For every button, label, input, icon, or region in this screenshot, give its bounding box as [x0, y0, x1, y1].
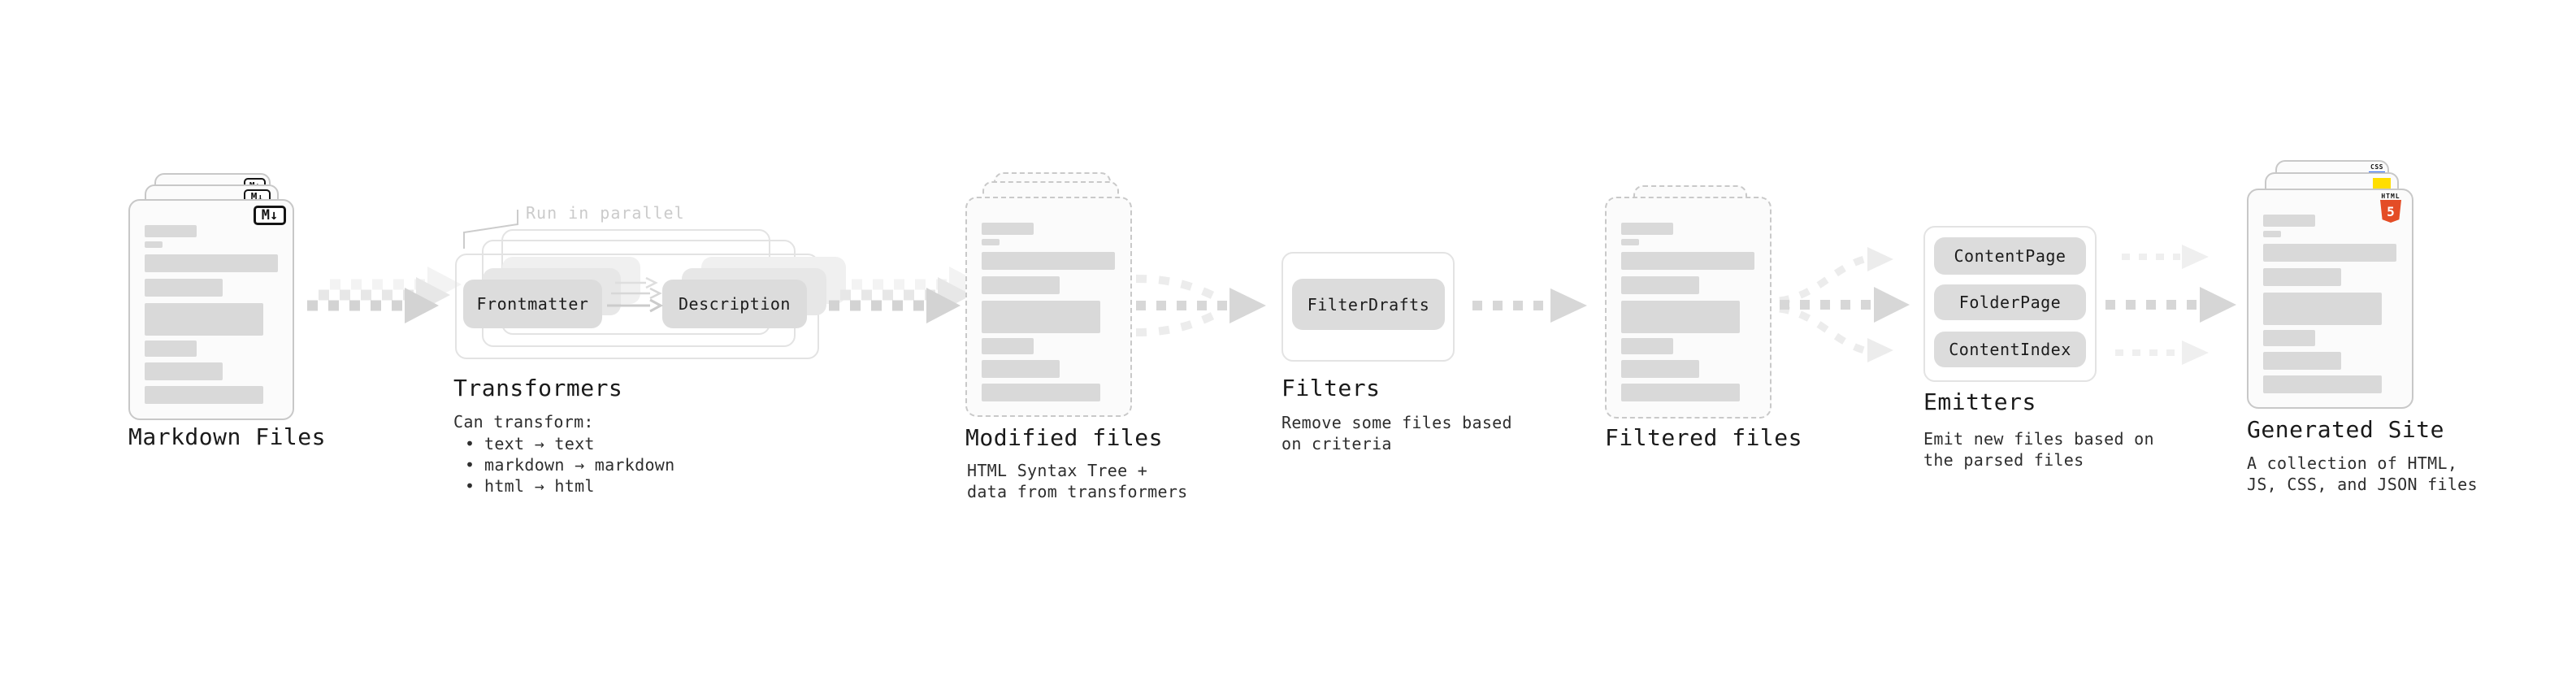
text-line-bar: [145, 279, 223, 297]
bullet-marker: •: [465, 476, 475, 496]
text-line-bar: [145, 303, 263, 336]
text-line-bar: [982, 276, 1060, 294]
flow-arrow-stacked: [307, 267, 462, 323]
text-line-bar: [2263, 268, 2341, 286]
generated-site-desc: A collection of HTML, JS, CSS, and JSON …: [2247, 453, 2478, 494]
bullet-item: • markdown → markdown: [465, 454, 674, 475]
folderpage-box-label: FolderPage: [1958, 293, 2062, 312]
bullet-item: • text → text: [465, 433, 674, 454]
javascript-icon: [2373, 178, 2391, 189]
text-line-bar: [145, 340, 197, 357]
contentindex-box: ContentIndex: [1934, 332, 2086, 367]
modified-document: [965, 197, 1132, 417]
flow-arrow: [1472, 288, 1587, 323]
description-box: Description: [662, 280, 807, 328]
text-line-bar: [982, 239, 1000, 245]
bullet-item-text: text → text: [484, 434, 595, 453]
folderpage-box: FolderPage: [1934, 284, 2086, 320]
text-line-bar: [2263, 375, 2382, 393]
text-line-bar: [2263, 330, 2315, 346]
run-in-parallel-note: Run in parallel: [526, 203, 685, 223]
filtered-document: [1605, 197, 1772, 419]
text-line-bar: [2263, 244, 2396, 262]
emitters-frame: [1923, 226, 2097, 382]
description-box-label: Description: [679, 294, 791, 314]
text-line-bar: [2263, 215, 2315, 227]
text-line-bar: [982, 223, 1034, 235]
text-line-bar: [1621, 301, 1740, 333]
markdown-icon: M↓: [254, 206, 286, 225]
text-line-bar: [1621, 252, 1754, 270]
text-line-bar: [145, 241, 163, 248]
text-line-bar: [145, 225, 197, 237]
filtered-files-label: Filtered files: [1605, 424, 1803, 451]
text-line-bar: [1621, 223, 1673, 235]
text-line-bar: [1621, 338, 1673, 354]
text-line-bar: [1621, 276, 1699, 294]
text-line-bar: [982, 338, 1034, 354]
diverge-arrow: [1779, 247, 1910, 362]
funnel-arrow: [1135, 275, 1266, 336]
generated-site-label: Generated Site: [2247, 416, 2445, 443]
generated-site-document: HTML 5: [2247, 189, 2413, 409]
modified-files-desc: HTML Syntax Tree + data from transformer…: [967, 461, 1188, 501]
text-line-bar: [982, 252, 1115, 270]
contentpage-box-label: ContentPage: [1954, 246, 2066, 266]
frontmatter-box-label: Frontmatter: [476, 294, 589, 314]
frontmatter-box: Frontmatter: [463, 280, 602, 328]
text-line-bar: [145, 386, 263, 404]
modified-files-label: Modified files: [965, 424, 1164, 451]
filters-desc: Remove some files based on criteria: [1281, 413, 1512, 453]
html5-icon-word: HTML: [2381, 193, 2400, 200]
text-line-bar: [982, 301, 1100, 333]
emitters-desc: Emit new files based on the parsed files: [1923, 429, 2154, 470]
text-line-bar: [2263, 231, 2281, 237]
markdown-document: M↓: [128, 199, 294, 420]
text-line-bar: [1621, 384, 1740, 401]
css-icon-label: CSS: [2370, 163, 2383, 171]
text-line-bar: [1621, 239, 1639, 245]
html5-icon-number: 5: [2387, 204, 2395, 219]
bullet-item-text: markdown → markdown: [484, 455, 675, 475]
contentpage-box: ContentPage: [1934, 237, 2086, 275]
text-line-bar: [145, 362, 223, 380]
text-line-bar: [2263, 293, 2382, 325]
transformers-label: Transformers: [453, 375, 623, 401]
parallel-arrows: [2105, 245, 2236, 365]
bullet-item: • html → html: [465, 475, 674, 497]
filterdrafts-box-label: FilterDrafts: [1307, 294, 1430, 314]
note-pointer-line: [463, 210, 518, 249]
html5-icon-shield: 5: [2380, 200, 2401, 223]
emitters-label: Emitters: [1923, 388, 2036, 415]
transformers-bullet-list: • text → text • markdown → markdown • ht…: [465, 433, 674, 497]
text-line-bar: [982, 384, 1100, 401]
markdown-files-label: Markdown Files: [128, 423, 327, 450]
bullet-marker: •: [465, 434, 475, 453]
filters-label: Filters: [1281, 375, 1381, 401]
bullet-item-text: html → html: [484, 476, 595, 496]
text-line-bar: [145, 254, 278, 272]
text-line-bar: [2263, 352, 2341, 370]
filters-frame: [1281, 252, 1455, 362]
transformer-step-arrows: [607, 276, 664, 313]
bullet-marker: •: [465, 455, 475, 475]
text-line-bar: [1621, 360, 1699, 378]
contentindex-box-label: ContentIndex: [1949, 340, 2071, 359]
filterdrafts-box: FilterDrafts: [1292, 279, 1445, 330]
html5-icon: HTML 5: [2379, 193, 2403, 223]
markdown-icon-glyph: M↓: [261, 207, 279, 223]
transformers-desc-heading: Can transform:: [453, 412, 594, 432]
text-line-bar: [982, 360, 1060, 378]
